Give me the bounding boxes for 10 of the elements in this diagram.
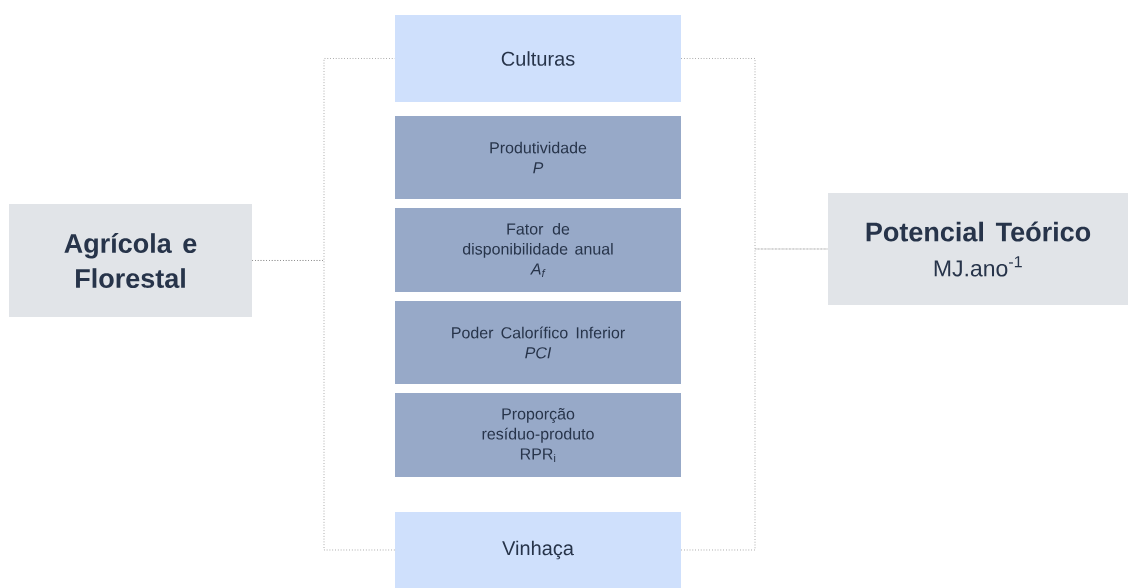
parameter-box: Poder Calorífico Inferior PCI	[395, 301, 681, 384]
source-box: Agrícola e Florestal	[9, 204, 252, 317]
category-box: Vinhaça	[395, 512, 681, 588]
connector-line	[680, 58, 829, 250]
parameter-box: Produtividade P	[395, 116, 681, 199]
connector-line	[251, 260, 396, 551]
result-box: Potencial Teórico MJ.ano$^{-1}$	[828, 193, 1128, 305]
parameter-box: Proporção resíduo-produto RPR$_{i}$	[395, 393, 681, 477]
parameter-box: Fator de disponibilidade anual A$_{f}$	[395, 208, 681, 292]
category-box: Culturas	[395, 15, 681, 102]
